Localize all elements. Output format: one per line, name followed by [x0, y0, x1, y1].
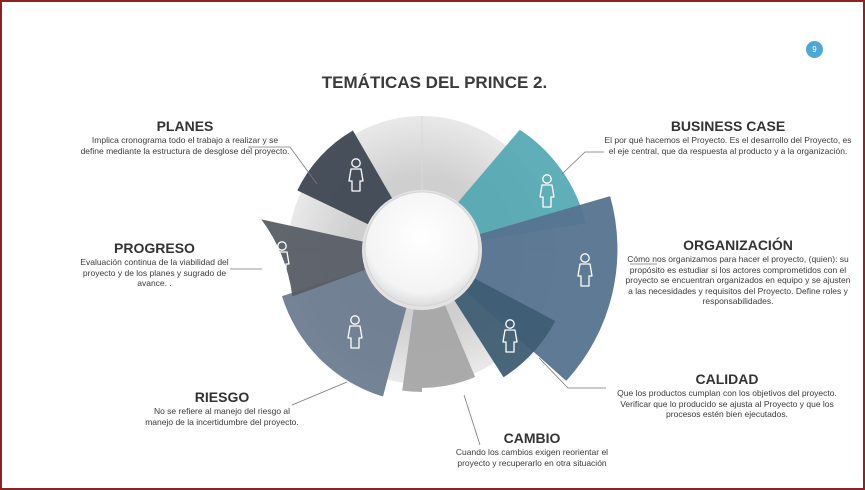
- topic-description: Que los productos cumplan con los objeti…: [617, 388, 837, 419]
- topic-heading: CALIDAD: [695, 371, 759, 387]
- topic-description: Cómo nos organizamos para hacer el proye…: [625, 254, 851, 306]
- topic-description: No se refiere al manejo del riesgo al ma…: [145, 406, 299, 427]
- topic-heading: ORGANIZACIÓN: [683, 237, 793, 253]
- leader-line-planes: [248, 146, 318, 185]
- center-disc: [364, 191, 480, 307]
- leader-line-business-case: [561, 151, 604, 175]
- sector-organizacion: [460, 196, 618, 381]
- sector-calidad: [449, 274, 556, 378]
- topic-organizacion: ORGANIZACIÓN Cómo nos organizamos para h…: [622, 237, 854, 307]
- leader-line-riesgo: [291, 381, 348, 406]
- leader-line-cambio: [463, 394, 481, 446]
- topic-description: El por qué hacemos el Proyecto. Es el de…: [604, 135, 852, 156]
- sector-riesgo: [282, 267, 408, 397]
- page-number-badge: 9: [806, 41, 823, 58]
- topic-cambio: CAMBIO Cuando los cambios exigen reorien…: [442, 430, 622, 468]
- topic-heading: BUSINESS CASE: [670, 118, 786, 134]
- topic-description: Implica cronograma todo el trabajo a rea…: [80, 135, 290, 156]
- sector-progreso: [261, 219, 374, 297]
- topic-progreso: PROGRESO Evaluación continua de la viabi…: [72, 240, 237, 289]
- topic-heading: RIESGO: [194, 389, 250, 405]
- topic-calidad: CALIDAD Que los productos cumplan con lo…: [602, 371, 852, 420]
- topic-description: Evaluación continua de la viabilidad del…: [80, 257, 229, 288]
- topic-riesgo: RIESGO No se refiere al manejo del riesg…: [142, 389, 302, 427]
- topic-business-case: BUSINESS CASE El por qué hacemos el Proy…: [602, 118, 854, 156]
- topic-heading: PLANES: [156, 118, 214, 134]
- slide-title: TEMÁTICAS DEL PRINCE 2.: [321, 73, 548, 92]
- topic-heading: PROGRESO: [114, 240, 195, 256]
- sector-planes: [297, 130, 395, 227]
- sector-cambio-2: [422, 300, 476, 388]
- topic-heading: CAMBIO: [503, 430, 561, 446]
- sector-cambio: [402, 304, 422, 392]
- topic-planes: PLANES Implica cronograma todo el trabaj…: [80, 118, 290, 156]
- leader-line-calidad: [538, 357, 606, 389]
- topic-description: Cuando los cambios exigen reorientar el …: [455, 447, 609, 468]
